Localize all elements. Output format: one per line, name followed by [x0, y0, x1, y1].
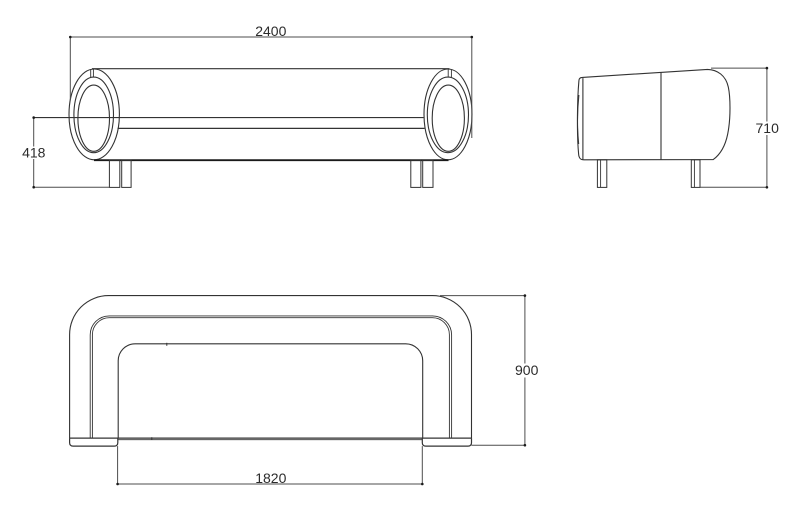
svg-text:1820: 1820 — [255, 470, 286, 486]
svg-text:710: 710 — [756, 120, 780, 136]
svg-text:900: 900 — [515, 362, 539, 378]
svg-text:418: 418 — [22, 144, 46, 160]
svg-text:2400: 2400 — [255, 23, 286, 39]
